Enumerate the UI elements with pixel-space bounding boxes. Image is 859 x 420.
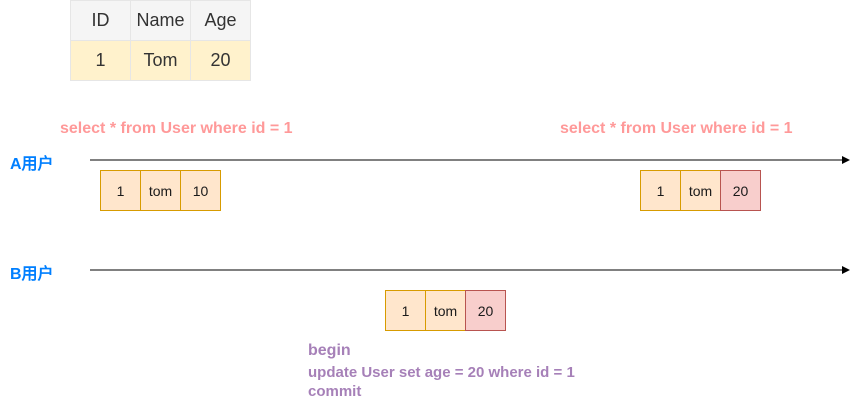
record-a-before-age: 10	[180, 170, 221, 211]
user-b-label: B用户	[10, 266, 54, 283]
record-b-name: tom	[425, 290, 466, 331]
query-a-first: select * from User where id = 1	[60, 120, 293, 137]
table-row: 1 Tom 20	[70, 40, 251, 81]
cell-name: Tom	[130, 40, 191, 81]
cell-age: 20	[190, 40, 251, 81]
table-header-row: ID Name Age	[70, 0, 251, 41]
record-a-before-id: 1	[100, 170, 141, 211]
record-a-after-name: tom	[680, 170, 721, 211]
query-a-second: select * from User where id = 1	[560, 120, 793, 137]
timeline-b-arrowhead	[842, 266, 850, 274]
transaction-update: update User set age = 20 where id = 1	[308, 364, 575, 381]
record-a-before-name: tom	[140, 170, 181, 211]
user-table: ID Name Age 1 Tom 20	[70, 0, 251, 81]
record-b-id: 1	[385, 290, 426, 331]
record-a-after-age: 20	[720, 170, 761, 211]
record-a-after-id: 1	[640, 170, 681, 211]
transaction-commit: commit	[308, 383, 362, 400]
header-id: ID	[70, 0, 131, 41]
user-a-label: A用户	[10, 156, 54, 173]
timeline-a-arrowhead	[842, 156, 850, 164]
transaction-begin: begin	[308, 342, 351, 359]
record-b-age: 20	[465, 290, 506, 331]
